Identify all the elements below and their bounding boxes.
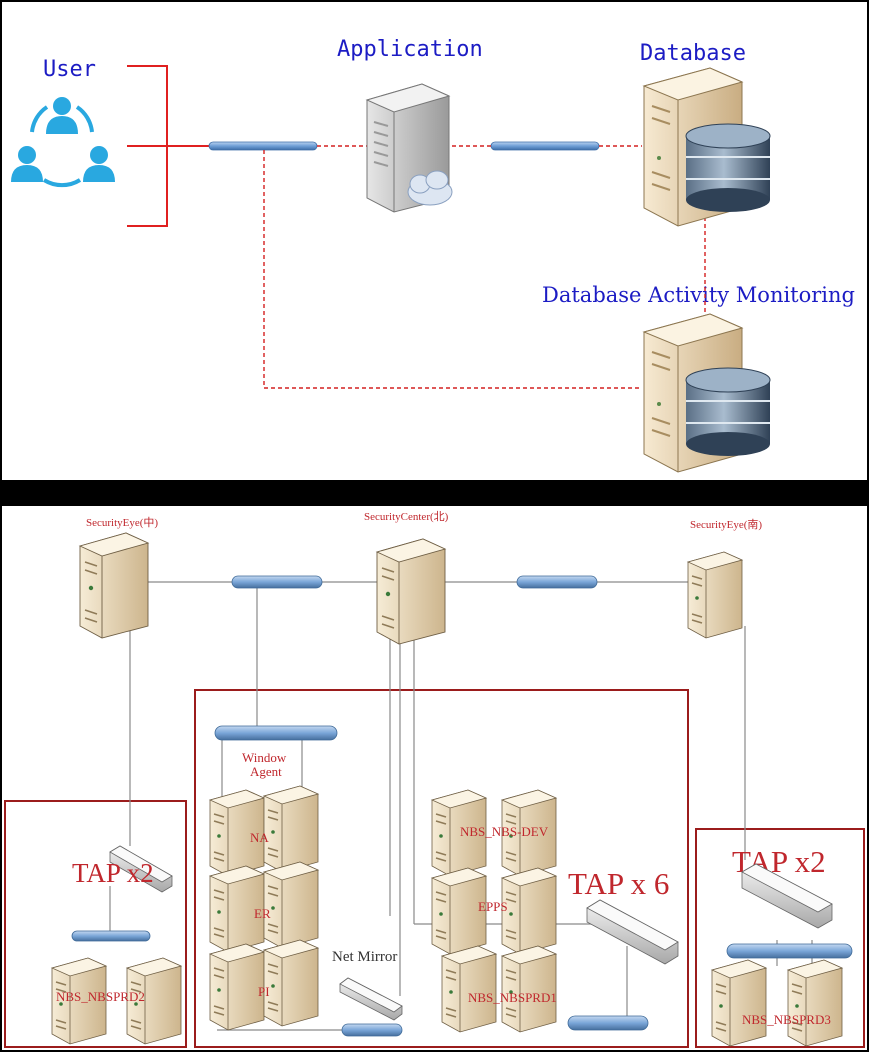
security-eye-mid-label: SecurityEye(中)	[86, 516, 158, 529]
dam-architecture-panel: User Application Database Database Activ…	[2, 2, 867, 480]
server-icon	[263, 861, 319, 949]
server-icon	[711, 959, 767, 1047]
network-switch-icon	[339, 977, 403, 1021]
tap-device-icon	[109, 845, 173, 893]
epps-label: EPPS	[478, 899, 508, 914]
window-agent-line-2: Agent	[250, 764, 282, 779]
dam-server-icon	[642, 313, 771, 473]
left-tap-zone	[4, 800, 187, 1048]
prd1-label: NBS_NBSPRD1	[468, 990, 557, 1005]
application-label: Application	[337, 37, 483, 62]
user-connector-bracket	[127, 65, 212, 227]
network-topology-diagram: SecurityEye(中) SecurityCenter(北) Securit…	[4, 510, 865, 1048]
net-mirror-label: Net Mirror	[332, 949, 397, 965]
left-tap-label: TAP x2	[72, 858, 154, 888]
center-tap-zone	[194, 689, 689, 1048]
user-label: User	[43, 57, 96, 82]
server-icon	[263, 785, 319, 873]
server-icon	[787, 959, 843, 1047]
er-label: ER	[254, 906, 271, 921]
cloud-icon	[407, 170, 453, 206]
network-pipe	[208, 141, 600, 151]
right-server-label: NBS_NBSPRD3	[742, 1012, 831, 1027]
dashed-connections	[263, 145, 706, 389]
server-icon	[687, 551, 743, 639]
security-eye-south-label: SecurityEye(南)	[690, 518, 762, 531]
server-icon	[263, 939, 319, 1027]
server-icon	[209, 943, 265, 1031]
server-icon	[501, 945, 557, 1033]
pi-label: PI	[258, 984, 270, 999]
window-agent-label: Window Agent	[242, 750, 290, 779]
user-group-icon	[11, 97, 115, 188]
database-label: Database	[640, 41, 746, 66]
dev-label: NBS_NBS-DEV	[460, 824, 549, 839]
server-icon	[501, 867, 557, 955]
left-server-label: NBS_NBSPRD2	[56, 989, 145, 1004]
right-tap-zone	[695, 828, 865, 1048]
center-tap-label: TAP x 6	[568, 866, 669, 901]
tap-device-icon	[586, 899, 679, 965]
na-label: NA	[250, 830, 269, 845]
server-icon	[441, 945, 497, 1033]
database-server-icon	[642, 67, 771, 227]
network-topology-panel: SecurityEye(中) SecurityCenter(北) Securit…	[2, 506, 867, 1050]
dam-label: Database Activity Monitoring	[542, 283, 855, 307]
window-agent-line-1: Window	[242, 750, 287, 765]
server-icon	[79, 532, 149, 639]
server-icon	[376, 538, 446, 645]
network-pipe	[71, 575, 853, 1037]
dam-architecture-diagram: User Application Database Database Activ…	[11, 37, 855, 473]
security-center-label: SecurityCenter(北)	[364, 510, 449, 523]
tap-device-icon	[741, 863, 833, 929]
